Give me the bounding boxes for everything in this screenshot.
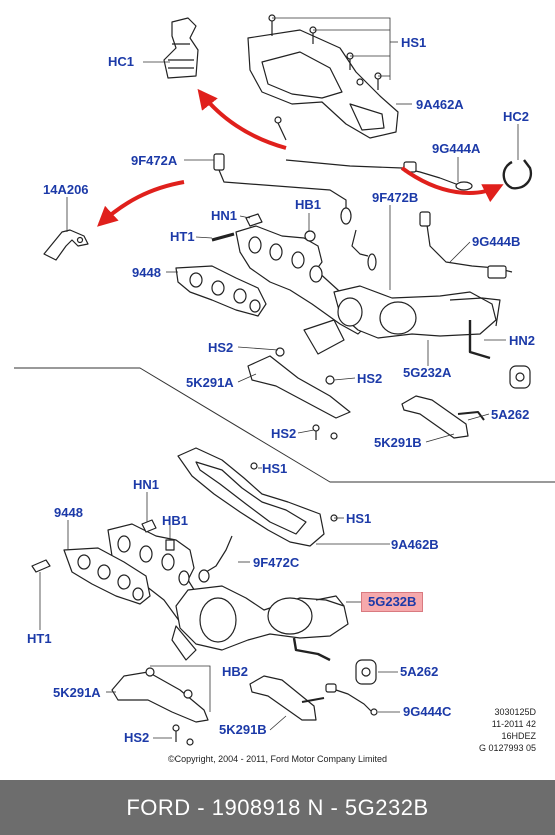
gasket-9448-lower-part — [63, 547, 151, 605]
meta-line-4: G 0127993 05 — [478, 743, 536, 753]
bracket-5k291a-lower-part — [111, 667, 209, 723]
label-hn2: HN2 — [509, 333, 536, 348]
drawing-meta: 3030125D 11-2011 42 16HDEZ G 0127993 05 — [440, 706, 536, 754]
arrow-to-hc1 — [197, 88, 287, 150]
label-5k291a-bot: 5K291A — [53, 685, 101, 700]
bolt-hb1-upper-part — [304, 230, 316, 242]
section-divider — [14, 367, 555, 483]
label-hn1-top: HN1 — [211, 208, 238, 223]
bracket-5k291a-upper-part — [247, 347, 351, 419]
footer-part-number: FORD - 1908918 N - 5G232B — [126, 794, 429, 820]
label-hb2: HB2 — [222, 664, 249, 679]
label-hs1-lower2: HS1 — [346, 511, 372, 526]
label-hb1-top: HB1 — [295, 197, 322, 212]
bolt-hb1-lower-part — [165, 539, 175, 551]
stud-ht1-lower-part — [31, 559, 51, 573]
label-9a462a: 9A462A — [416, 97, 464, 112]
sensor-9f472b-part — [351, 229, 377, 271]
footer-bar: FORD - 1908918 N - 5G232B — [0, 780, 555, 835]
label-hs1-lower1: HS1 — [262, 461, 288, 476]
label-5k291b-top: 5K291B — [374, 435, 422, 450]
label-9448-bot: 9448 — [54, 505, 83, 520]
label-9a462b: 9A462B — [391, 537, 439, 552]
label-9448-top: 9448 — [132, 265, 161, 280]
label-9g444a: 9G444A — [432, 141, 481, 156]
bracket-14a206-part — [43, 229, 89, 261]
bracket-5k291b-lower-part — [249, 675, 325, 721]
nut-hn1-upper-part — [245, 213, 263, 227]
stud-ht1-upper-part — [211, 232, 235, 242]
bolts-hs2-lower-part — [172, 724, 194, 746]
label-9g444b: 9G444B — [472, 234, 521, 249]
label-5k291a-top: 5K291A — [186, 375, 234, 390]
arrow-to-14a206 — [97, 180, 185, 227]
sensor-9g444b-part — [419, 211, 513, 279]
copyright-text: ©Copyright, 2004 - 2011, Ford Motor Comp… — [167, 754, 388, 764]
bracket-5k291b-upper-part — [401, 395, 485, 439]
label-9f472a: 9F472A — [131, 153, 178, 168]
label-14a206: 14A206 — [43, 182, 89, 197]
exhaust-parts-diagram — [14, 14, 555, 746]
label-hs2-mid: HS2 — [357, 371, 383, 386]
label-hs2-low: HS2 — [271, 426, 297, 441]
meta-line-3: 16HDEZ — [501, 731, 536, 741]
sensor-9g444c-part — [325, 683, 378, 716]
arrow-to-hc2 — [400, 166, 504, 203]
label-hb1-bot: HB1 — [162, 513, 189, 528]
label-hn1-bot: HN1 — [133, 477, 160, 492]
sensor-9f472c-part — [198, 535, 233, 583]
label-hs2-top: HS2 — [208, 340, 234, 355]
sensor-9f472a-part — [213, 153, 352, 225]
label-9f472b: 9F472B — [372, 190, 419, 205]
label-hs1-top: HS1 — [401, 35, 427, 50]
label-hc2: HC2 — [503, 109, 530, 124]
insulator-5a262-upper-part — [509, 365, 531, 389]
label-9g444c: 9G444C — [403, 704, 452, 719]
gasket-9448-upper-part — [175, 265, 267, 317]
label-5a262-top: 5A262 — [491, 407, 530, 422]
label-5g232b-highlight: 5G232B — [361, 592, 424, 612]
label-ht1-bot: HT1 — [27, 631, 52, 646]
label-hc1: HC1 — [108, 54, 135, 69]
label-5k291b-bot: 5K291B — [219, 722, 267, 737]
nut-hn1-lower-part — [141, 519, 157, 533]
insulator-5a262-lower-part — [355, 659, 377, 685]
label-5g232a: 5G232A — [403, 365, 452, 380]
label-5a262-bot: 5A262 — [400, 664, 439, 679]
meta-line-2: 11-2011 42 — [491, 719, 536, 729]
label-hs2-bot: HS2 — [124, 730, 150, 745]
heat-shield-lower-part — [177, 447, 338, 547]
bolts-hs2-upper-part — [312, 424, 338, 440]
leader-lines — [39, 17, 519, 739]
meta-line-1: 3030125D — [494, 707, 536, 717]
label-9f472c: 9F472C — [253, 555, 300, 570]
hc1-clip-part — [163, 17, 199, 79]
callout-arrows — [97, 88, 504, 227]
hc2-clip-part — [502, 159, 533, 190]
label-ht1-top: HT1 — [170, 229, 195, 244]
catalytic-converter-5g232b-part — [171, 585, 349, 662]
sensor-9g444a-part — [285, 159, 473, 191]
catalytic-converter-5g232a-part — [303, 285, 501, 360]
heat-shield-upper-part — [247, 29, 399, 139]
